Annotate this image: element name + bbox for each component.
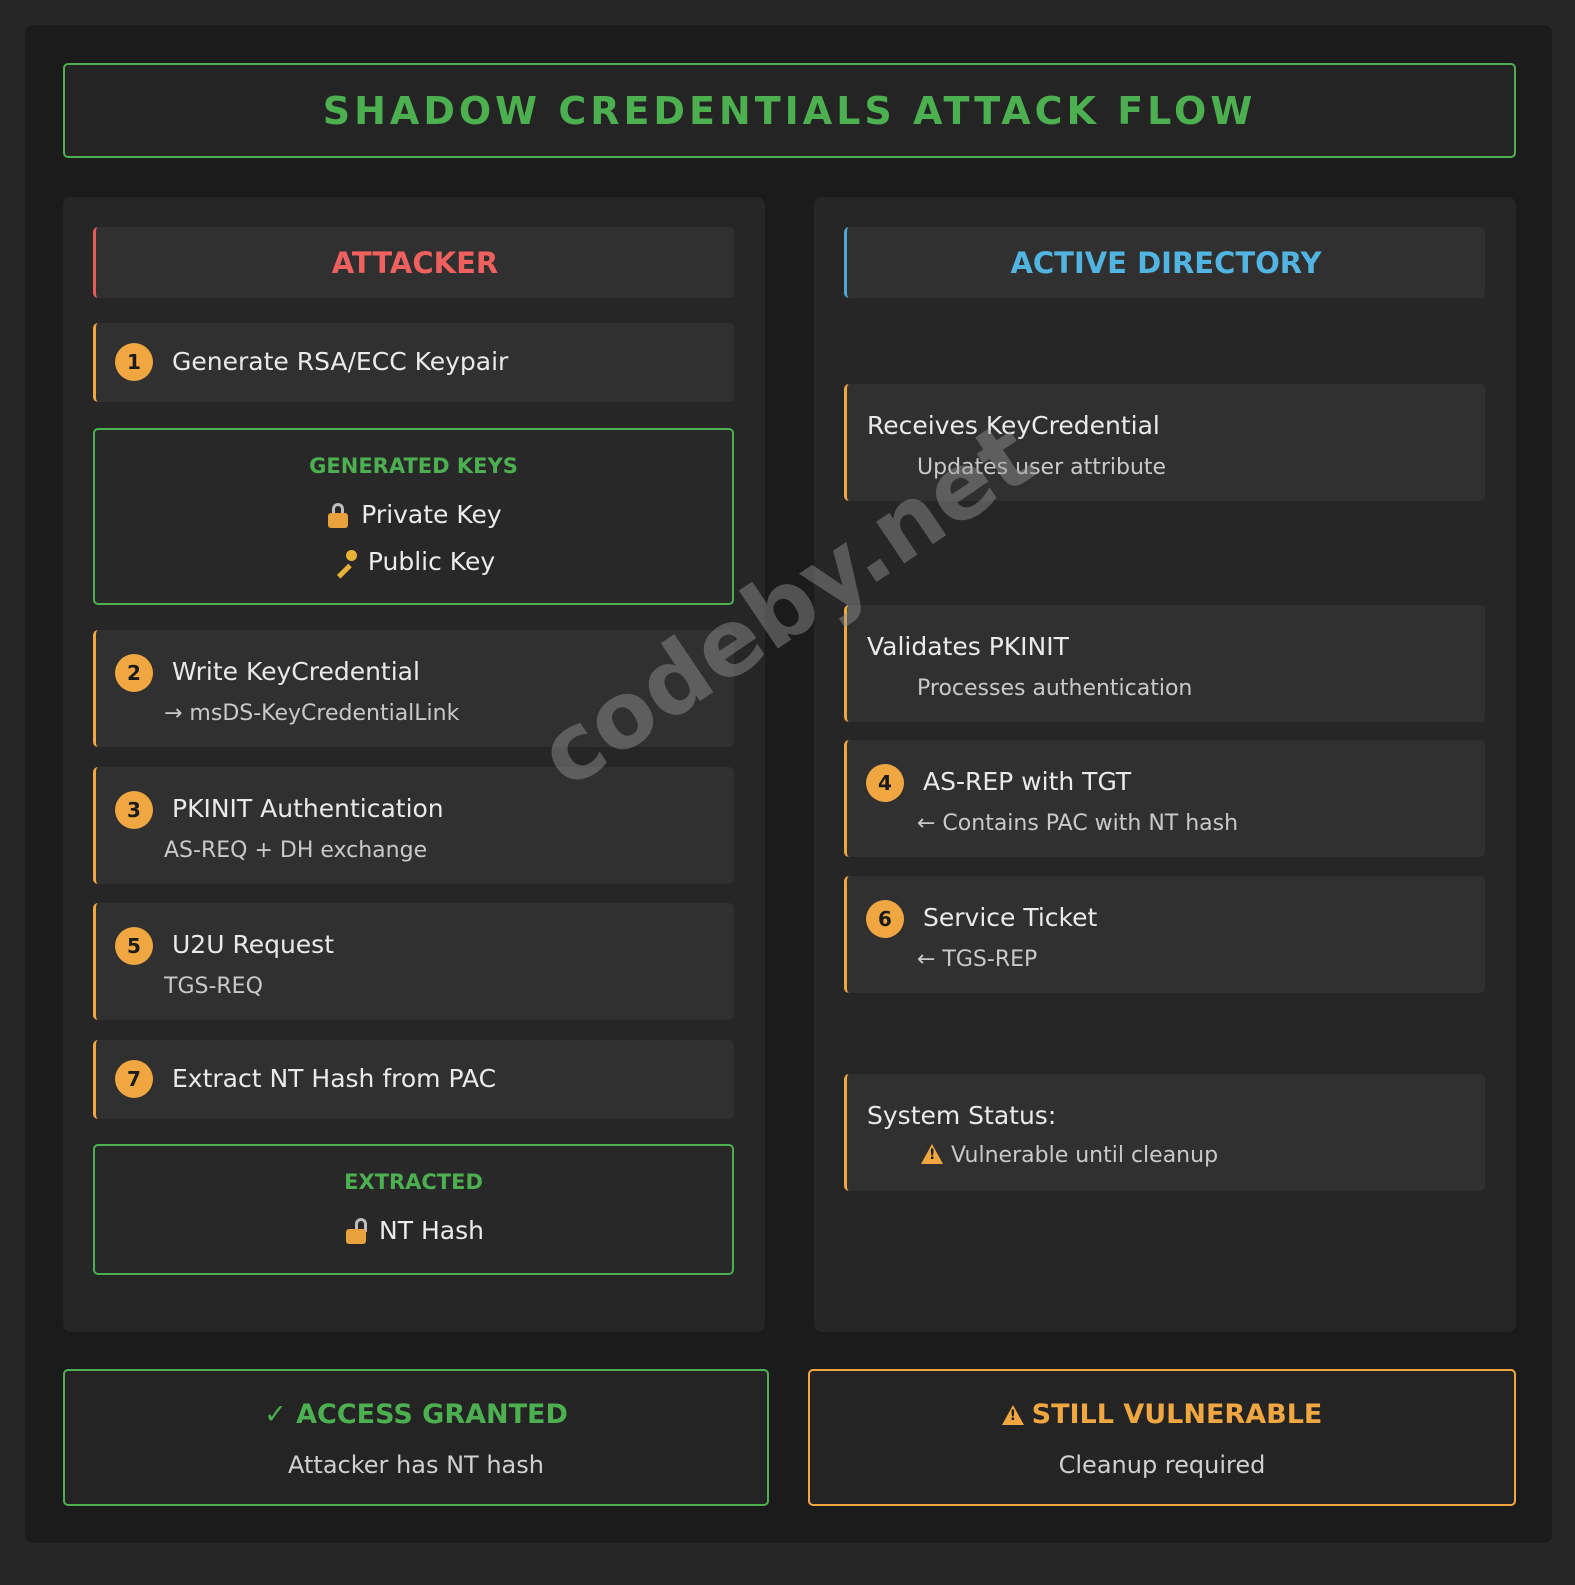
step-number-badge: 6	[866, 900, 904, 938]
public-key-label: Public Key	[367, 547, 496, 576]
warning-icon	[1001, 1405, 1024, 1425]
step-number-badge: 1	[115, 343, 153, 381]
attacker-step-1: 1 Generate RSA/ECC Keypair	[93, 323, 734, 402]
attacker-step-2: 2 Write KeyCredential → msDS-KeyCredenti…	[93, 630, 734, 747]
still-vulnerable-heading: STILL VULNERABLE	[1031, 1399, 1323, 1430]
event-subtitle: ← TGS-REP	[917, 947, 1038, 972]
private-key-label: Private Key	[361, 500, 502, 529]
step-number-badge: 7	[115, 1060, 153, 1098]
ad-event-as-rep: 4 AS-REP with TGT ← Contains PAC with NT…	[844, 740, 1485, 857]
ad-event-validates-pkinit: Validates PKINIT Processes authenticatio…	[844, 605, 1485, 722]
checkmark-icon: ✓	[264, 1399, 287, 1430]
step-title: Write KeyCredential	[172, 657, 420, 686]
generated-keys-heading: GENERATED KEYS	[309, 454, 518, 478]
attacker-header: ATTACKER	[93, 227, 734, 298]
generated-keys-box: GENERATED KEYS Private Key Public Key	[93, 428, 734, 605]
still-vulnerable-box: STILL VULNERABLE Cleanup required	[808, 1369, 1516, 1506]
step-subtitle: → msDS-KeyCredentialLink	[164, 701, 460, 726]
event-subtitle: Updates user attribute	[917, 455, 1167, 480]
event-subtitle: Processes authentication	[917, 676, 1193, 701]
step-title: U2U Request	[172, 930, 334, 959]
ad-event-receives-keycredential: Receives KeyCredential Updates user attr…	[844, 384, 1485, 501]
attacker-heading: ATTACKER	[331, 245, 499, 280]
still-vulnerable-subtitle: Cleanup required	[1058, 1451, 1266, 1479]
event-title: Service Ticket	[923, 903, 1098, 932]
extracted-box: EXTRACTED NT Hash	[93, 1144, 734, 1275]
attacker-step-3: 3 PKINIT Authentication AS-REQ + DH exch…	[93, 767, 734, 884]
attacker-step-7: 7 Extract NT Hash from PAC	[93, 1040, 734, 1119]
access-granted-heading-line: ✓ ACCESS GRANTED	[65, 1399, 767, 1430]
step-title: PKINIT Authentication	[172, 794, 444, 823]
diagram-title: SHADOW CREDENTIALS ATTACK FLOW	[322, 88, 1257, 133]
ad-system-status: System Status: Vulnerable until cleanup	[844, 1074, 1485, 1191]
status-line: Vulnerable until cleanup	[921, 1143, 1218, 1168]
step-number-badge: 4	[866, 764, 904, 802]
unlocked-lock-icon	[343, 1217, 369, 1244]
attacker-step-5: 5 U2U Request TGS-REQ	[93, 903, 734, 1020]
event-title: Validates PKINIT	[867, 632, 1069, 661]
event-title: AS-REP with TGT	[923, 767, 1132, 796]
event-title: Receives KeyCredential	[867, 411, 1160, 440]
ad-event-service-ticket: 6 Service Ticket ← TGS-REP	[844, 876, 1485, 993]
status-text: Vulnerable until cleanup	[951, 1143, 1219, 1168]
step-number-badge: 3	[115, 791, 153, 829]
public-key-line: Public Key	[95, 547, 732, 579]
access-granted-heading: ACCESS GRANTED	[296, 1399, 568, 1430]
nt-hash-line: NT Hash	[95, 1216, 732, 1245]
step-number-badge: 5	[115, 927, 153, 965]
step-title: Extract NT Hash from PAC	[172, 1064, 497, 1093]
access-granted-subtitle: Attacker has NT hash	[288, 1451, 544, 1479]
step-subtitle: TGS-REQ	[164, 974, 263, 999]
ad-header: ACTIVE DIRECTORY	[844, 227, 1485, 298]
nt-hash-label: NT Hash	[379, 1216, 484, 1245]
private-key-line: Private Key	[95, 500, 732, 529]
step-subtitle: AS-REQ + DH exchange	[164, 838, 428, 863]
access-granted-box: ✓ ACCESS GRANTED Attacker has NT hash	[63, 1369, 769, 1506]
step-title: Generate RSA/ECC Keypair	[172, 347, 509, 376]
locked-lock-icon	[325, 502, 351, 528]
attacker-column: ATTACKER 1 Generate RSA/ECC Keypair GENE…	[63, 197, 765, 1332]
warning-icon	[921, 1144, 943, 1164]
event-subtitle: ← Contains PAC with NT hash	[917, 811, 1239, 836]
active-directory-column: ACTIVE DIRECTORY Receives KeyCredential …	[814, 197, 1516, 1332]
diagram-title-box: SHADOW CREDENTIALS ATTACK FLOW	[63, 63, 1516, 158]
extracted-heading: EXTRACTED	[344, 1170, 483, 1194]
ad-heading: ACTIVE DIRECTORY	[1010, 245, 1322, 280]
key-icon	[332, 549, 358, 579]
step-number-badge: 2	[115, 654, 153, 692]
status-title: System Status:	[867, 1101, 1057, 1130]
still-vulnerable-heading-line: STILL VULNERABLE	[810, 1399, 1514, 1430]
